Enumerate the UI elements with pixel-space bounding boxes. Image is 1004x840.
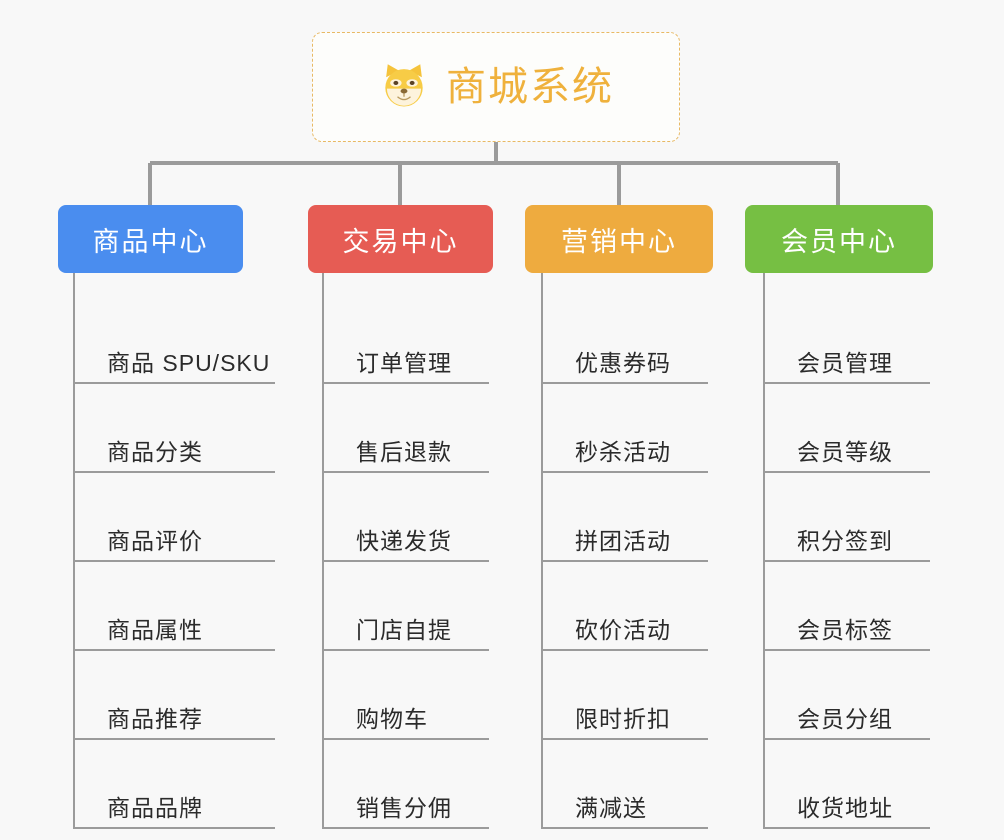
leaf-list-member-center: 会员管理 会员等级 积分签到 会员标签 会员分组 收货地址 bbox=[763, 273, 965, 829]
branch-header-label: 交易中心 bbox=[342, 226, 459, 257]
branch-header-trade-center[interactable]: 交易中心 bbox=[308, 205, 493, 273]
root-node[interactable]: 商城系统 bbox=[312, 32, 680, 142]
leaf-label: 商品评价 bbox=[107, 528, 203, 555]
branch-header-label: 营销中心 bbox=[561, 226, 677, 257]
branch-header-marketing-center[interactable]: 营销中心 bbox=[525, 205, 713, 273]
leaf-item[interactable]: 限时折扣 bbox=[543, 651, 708, 740]
leaf-label: 商品品牌 bbox=[107, 795, 203, 822]
leaf-item[interactable]: 会员管理 bbox=[765, 295, 930, 384]
leaf-item[interactable]: 砍价活动 bbox=[543, 562, 708, 651]
leaf-label: 快递发货 bbox=[356, 528, 452, 555]
branch-trade-center: 交易中心 订单管理 售后退款 快递发货 门店自提 购物车 bbox=[308, 205, 528, 829]
branch-container: 商品中心 商品 SPU/SKU 商品分类 商品评价 商品属性 商品推荐 bbox=[0, 205, 1004, 840]
leaf-item[interactable]: 门店自提 bbox=[324, 562, 489, 651]
leaf-label: 会员管理 bbox=[797, 350, 893, 377]
leaf-label: 收货地址 bbox=[797, 795, 893, 822]
leaf-item[interactable]: 商品品牌 bbox=[75, 740, 275, 829]
leaf-label: 会员分组 bbox=[797, 706, 893, 733]
leaf-label: 砍价活动 bbox=[575, 617, 671, 644]
leaf-item[interactable]: 会员分组 bbox=[765, 651, 930, 740]
root-title: 商城系统 bbox=[446, 65, 614, 109]
leaf-list-trade-center: 订单管理 售后退款 快递发货 门店自提 购物车 销售分佣 bbox=[322, 273, 528, 829]
leaf-label: 秒杀活动 bbox=[575, 439, 671, 466]
branch-header-label: 商品中心 bbox=[92, 226, 209, 257]
leaf-label: 售后退款 bbox=[356, 439, 452, 466]
leaf-list-marketing-center: 优惠券码 秒杀活动 拼团活动 砍价活动 限时折扣 满减送 bbox=[541, 273, 745, 829]
branch-header-product-center[interactable]: 商品中心 bbox=[58, 205, 243, 273]
leaf-label: 会员标签 bbox=[797, 617, 893, 644]
leaf-item[interactable]: 售后退款 bbox=[324, 384, 489, 473]
leaf-item[interactable]: 商品分类 bbox=[75, 384, 275, 473]
leaf-label: 优惠券码 bbox=[575, 350, 671, 377]
leaf-item[interactable]: 商品属性 bbox=[75, 562, 275, 651]
leaf-label: 积分签到 bbox=[797, 528, 893, 555]
leaf-list-product-center: 商品 SPU/SKU 商品分类 商品评价 商品属性 商品推荐 商品品牌 bbox=[73, 273, 278, 829]
leaf-item[interactable]: 满减送 bbox=[543, 740, 708, 829]
leaf-item[interactable]: 拼团活动 bbox=[543, 473, 708, 562]
leaf-item[interactable]: 秒杀活动 bbox=[543, 384, 708, 473]
leaf-label: 销售分佣 bbox=[356, 795, 452, 822]
leaf-label: 满减送 bbox=[575, 795, 647, 822]
leaf-label: 限时折扣 bbox=[575, 706, 671, 733]
leaf-label: 会员等级 bbox=[797, 439, 893, 466]
leaf-label: 订单管理 bbox=[356, 350, 452, 377]
leaf-item[interactable]: 订单管理 bbox=[324, 295, 489, 384]
leaf-item[interactable]: 销售分佣 bbox=[324, 740, 489, 829]
leaf-item[interactable]: 收货地址 bbox=[765, 740, 930, 829]
branch-header-label: 会员中心 bbox=[781, 226, 897, 257]
leaf-item[interactable]: 会员等级 bbox=[765, 384, 930, 473]
branch-product-center: 商品中心 商品 SPU/SKU 商品分类 商品评价 商品属性 商品推荐 bbox=[58, 205, 278, 829]
leaf-item[interactable]: 商品评价 bbox=[75, 473, 275, 562]
leaf-item[interactable]: 积分签到 bbox=[765, 473, 930, 562]
branch-member-center: 会员中心 会员管理 会员等级 积分签到 会员标签 会员分组 bbox=[745, 205, 965, 829]
leaf-label: 门店自提 bbox=[356, 617, 452, 644]
branch-marketing-center: 营销中心 优惠券码 秒杀活动 拼团活动 砍价活动 限时折扣 bbox=[525, 205, 745, 829]
leaf-item[interactable]: 快递发货 bbox=[324, 473, 489, 562]
leaf-label: 购物车 bbox=[356, 706, 428, 733]
leaf-item[interactable]: 会员标签 bbox=[765, 562, 930, 651]
leaf-label: 拼团活动 bbox=[575, 528, 671, 555]
leaf-item[interactable]: 商品推荐 bbox=[75, 651, 275, 740]
leaf-item[interactable]: 商品 SPU/SKU bbox=[75, 295, 275, 384]
leaf-label: 商品属性 bbox=[107, 617, 203, 644]
leaf-label: 商品分类 bbox=[107, 439, 203, 466]
branch-header-member-center[interactable]: 会员中心 bbox=[745, 205, 933, 273]
shiba-dog-face-icon bbox=[385, 64, 423, 107]
leaf-item[interactable]: 购物车 bbox=[324, 651, 489, 740]
leaf-label: 商品推荐 bbox=[107, 706, 203, 733]
leaf-item[interactable]: 优惠券码 bbox=[543, 295, 708, 384]
leaf-label: 商品 SPU/SKU bbox=[107, 350, 271, 377]
